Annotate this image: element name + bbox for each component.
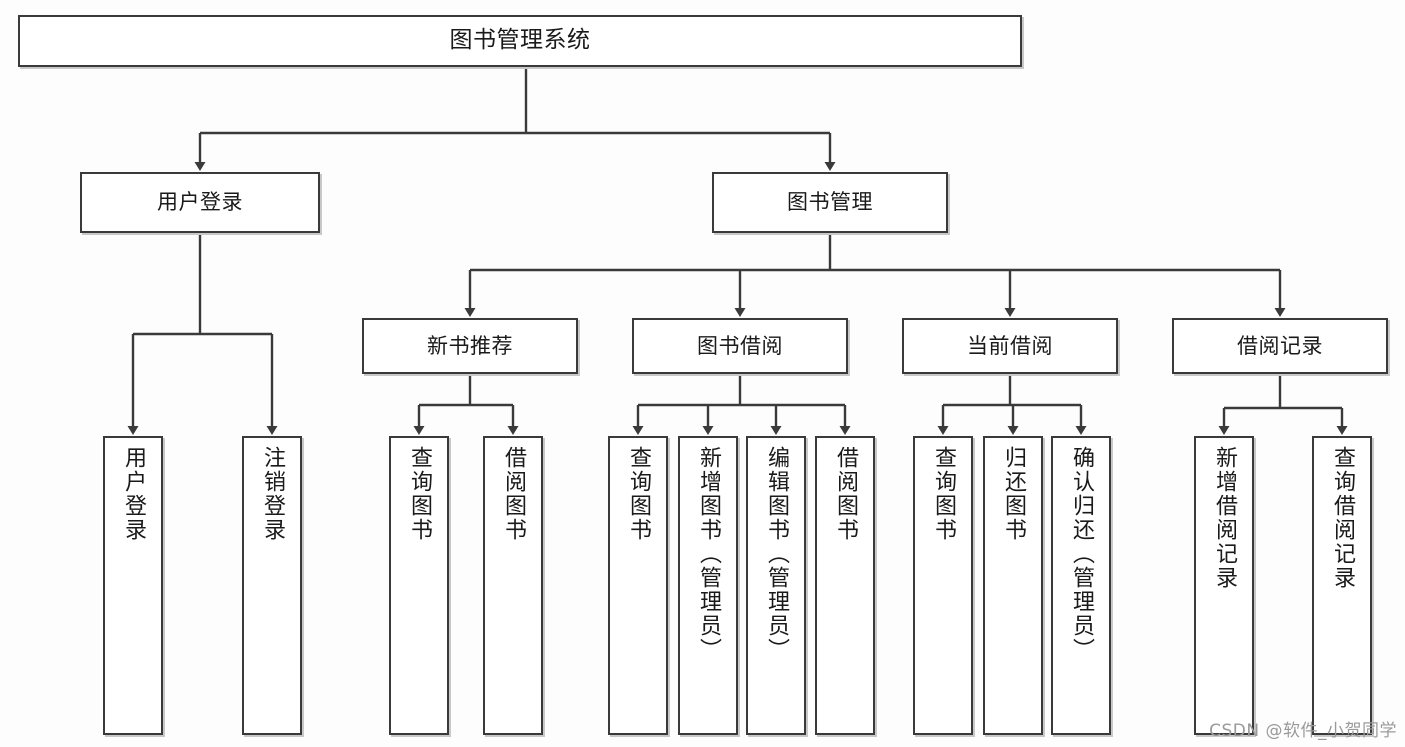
node-user-login-label: 用户登录 [157, 190, 243, 215]
node-leaf-borrow-book-2[interactable]: 借阅图书 [815, 436, 875, 735]
node-book-borrow-label: 图书借阅 [697, 333, 783, 358]
node-leaf-query-book-2[interactable]: 查询图书 [608, 436, 668, 735]
watermark-text: CSDN @软件_小贺同学 [1209, 721, 1397, 741]
node-new-book-rec-label: 新书推荐 [427, 333, 513, 358]
node-book-borrow[interactable]: 图书借阅 [632, 318, 848, 374]
node-leaf-borrow-book-1[interactable]: 借阅图书 [483, 436, 543, 735]
node-leaf-query-book-1-label: 查询图书 [407, 446, 432, 542]
node-leaf-query-book-3-label: 查询图书 [931, 446, 956, 542]
node-leaf-borrow-book-2-label: 借阅图书 [833, 446, 858, 542]
node-leaf-borrow-book-1-label: 借阅图书 [501, 446, 526, 542]
node-leaf-add-book-label: 新增图书（管理员） [696, 446, 721, 662]
node-leaf-edit-book-label: 编辑图书（管理员） [764, 446, 789, 662]
node-leaf-add-record-label: 新增借阅记录 [1212, 446, 1237, 590]
node-root-label: 图书管理系统 [449, 27, 591, 54]
node-leaf-query-book-2-label: 查询图书 [626, 446, 651, 542]
node-leaf-confirm-return-label: 确认归还（管理员） [1069, 446, 1094, 662]
node-borrow-record[interactable]: 借阅记录 [1172, 318, 1388, 374]
node-leaf-confirm-return[interactable]: 确认归还（管理员） [1051, 436, 1111, 735]
node-user-login[interactable]: 用户登录 [80, 172, 320, 233]
node-leaf-user-login-label: 用户登录 [121, 446, 146, 542]
node-root[interactable]: 图书管理系统 [18, 15, 1022, 67]
node-leaf-logout[interactable]: 注销登录 [242, 436, 302, 735]
node-leaf-query-book-3[interactable]: 查询图书 [913, 436, 973, 735]
node-new-book-rec[interactable]: 新书推荐 [362, 318, 578, 374]
node-leaf-add-record[interactable]: 新增借阅记录 [1194, 436, 1254, 735]
node-leaf-user-login[interactable]: 用户登录 [103, 436, 163, 735]
node-book-manage[interactable]: 图书管理 [712, 172, 948, 233]
node-leaf-return-book-label: 归还图书 [1001, 446, 1026, 542]
node-leaf-query-record-label: 查询借阅记录 [1330, 446, 1355, 590]
node-leaf-edit-book[interactable]: 编辑图书（管理员） [746, 436, 806, 735]
node-borrow-record-label: 借阅记录 [1237, 333, 1323, 358]
node-leaf-return-book[interactable]: 归还图书 [983, 436, 1043, 735]
node-book-manage-label: 图书管理 [787, 190, 873, 215]
node-current-borrow[interactable]: 当前借阅 [902, 318, 1118, 374]
node-leaf-add-book[interactable]: 新增图书（管理员） [678, 436, 738, 735]
node-leaf-query-record[interactable]: 查询借阅记录 [1312, 436, 1372, 735]
node-current-borrow-label: 当前借阅 [967, 333, 1053, 358]
node-leaf-logout-label: 注销登录 [260, 446, 285, 542]
node-leaf-query-book-1[interactable]: 查询图书 [389, 436, 449, 735]
